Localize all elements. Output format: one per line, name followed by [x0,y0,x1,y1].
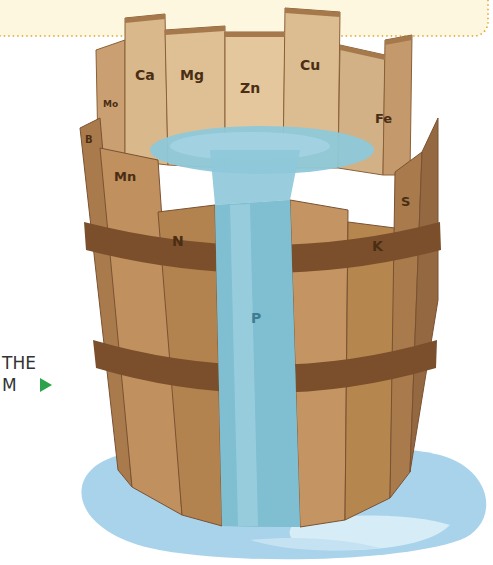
puddle-highlight [250,538,380,550]
caption-fragment: THE [2,355,36,372]
element-label: N [172,234,184,248]
element-label: Fe [375,112,392,125]
element-label: Zn [240,81,260,95]
water-overflow [210,150,300,205]
caption-fragment: M [2,377,17,394]
arrow-triangle [40,378,52,392]
back-staves [96,8,412,175]
element-label: K [372,239,383,253]
callout-box [0,0,488,36]
stave-top-edges [125,8,412,60]
p-stave [215,200,300,527]
element-label: Mo [103,100,118,109]
element-label: Ca [135,68,155,82]
water-stream [230,204,258,526]
element-label: Mg [180,68,204,82]
front-staves [80,118,438,527]
element-label: P [251,311,261,325]
water-stream [215,200,300,527]
element-label: S [401,195,410,208]
element-label: Cu [300,58,320,72]
element-label: Mn [114,170,136,183]
element-label: B [85,135,93,145]
